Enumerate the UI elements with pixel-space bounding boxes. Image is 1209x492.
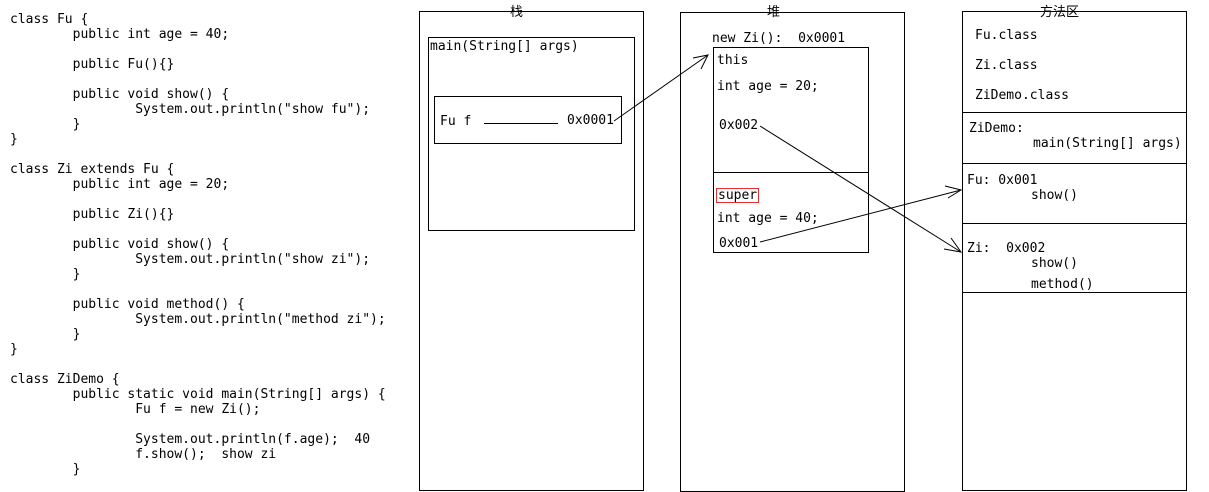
local-variable-name: Fu f: [440, 114, 472, 129]
fu-ref-to-method-area-arrow: [759, 185, 963, 243]
code-line: System.out.println("method zi");: [10, 312, 386, 327]
method-area-divider-4: [962, 292, 1187, 293]
local-variable-underline: [484, 123, 558, 124]
fu-show-method: show(): [1031, 188, 1078, 203]
heap-fu-method-ref: 0x001: [719, 236, 759, 251]
class-file-fu: Fu.class: [975, 28, 1038, 43]
main-frame-label: main(String[] args): [430, 39, 579, 54]
code-line: System.out.println("show zi");: [10, 252, 371, 267]
method-area-divider-3: [962, 223, 1187, 224]
code-line: Fu f = new Zi();: [10, 402, 261, 417]
local-variable-value: 0x0001: [567, 113, 614, 128]
code-line: f.show(); show zi: [10, 447, 277, 462]
heap-zi-age: int age = 20;: [717, 79, 819, 94]
code-line: public Fu(){}: [10, 57, 175, 72]
stack-title: 栈: [510, 5, 524, 20]
heap-fu-age: int age = 40;: [717, 211, 819, 226]
code-line: public int age = 40;: [10, 27, 230, 42]
code-line: }: [10, 342, 18, 357]
stack-to-heap-arrow: [613, 54, 709, 122]
fu-section-header: Fu: 0x001: [967, 173, 1038, 188]
code-line: public Zi(){}: [10, 207, 175, 222]
code-line: public void show() {: [10, 87, 230, 102]
main-frame: [428, 37, 635, 231]
code-line: class Zi extends Fu {: [10, 162, 175, 177]
heap-zi-method-ref: 0x002: [719, 118, 759, 133]
code-line: }: [10, 132, 18, 147]
code-line: class Fu {: [10, 12, 89, 27]
code-line: System.out.println(f.age); 40: [10, 432, 371, 447]
zi-section-header: Zi: 0x002: [967, 241, 1046, 256]
heap-object-header: new Zi(): 0x0001: [712, 31, 846, 46]
heap-super-divider: [713, 172, 869, 173]
code-line: System.out.println("show fu");: [10, 102, 371, 117]
code-line: public static void main(String[] args) {: [10, 387, 386, 402]
code-line: public void method() {: [10, 297, 245, 312]
heap-this-label: this: [717, 53, 749, 68]
zidemo-section-label: ZiDemo:: [969, 121, 1024, 136]
code-line: }: [10, 117, 81, 132]
zi-ref-to-method-area-arrow: [759, 125, 963, 253]
reference-arrows: [613, 54, 963, 253]
code-line: class ZiDemo {: [10, 372, 120, 387]
code-line: public int age = 20;: [10, 177, 230, 192]
code-line: public void show() {: [10, 237, 230, 252]
zi-method-method: method(): [1031, 277, 1094, 292]
zidemo-main-method: main(String[] args): [1033, 136, 1182, 151]
method-area-divider-2: [962, 163, 1187, 164]
code-line: }: [10, 267, 81, 282]
code-line: }: [10, 327, 81, 342]
zi-show-method: show(): [1031, 256, 1078, 271]
class-file-zidemo: ZiDemo.class: [975, 88, 1069, 103]
local-variable-box: [434, 96, 622, 144]
heap-super-label: super: [716, 188, 760, 203]
code-line: }: [10, 462, 81, 477]
method-area-title: 方法区: [1040, 5, 1080, 20]
method-area-divider-1: [962, 112, 1187, 113]
heap-object-box: [713, 47, 869, 253]
class-file-zi: Zi.class: [975, 58, 1038, 73]
